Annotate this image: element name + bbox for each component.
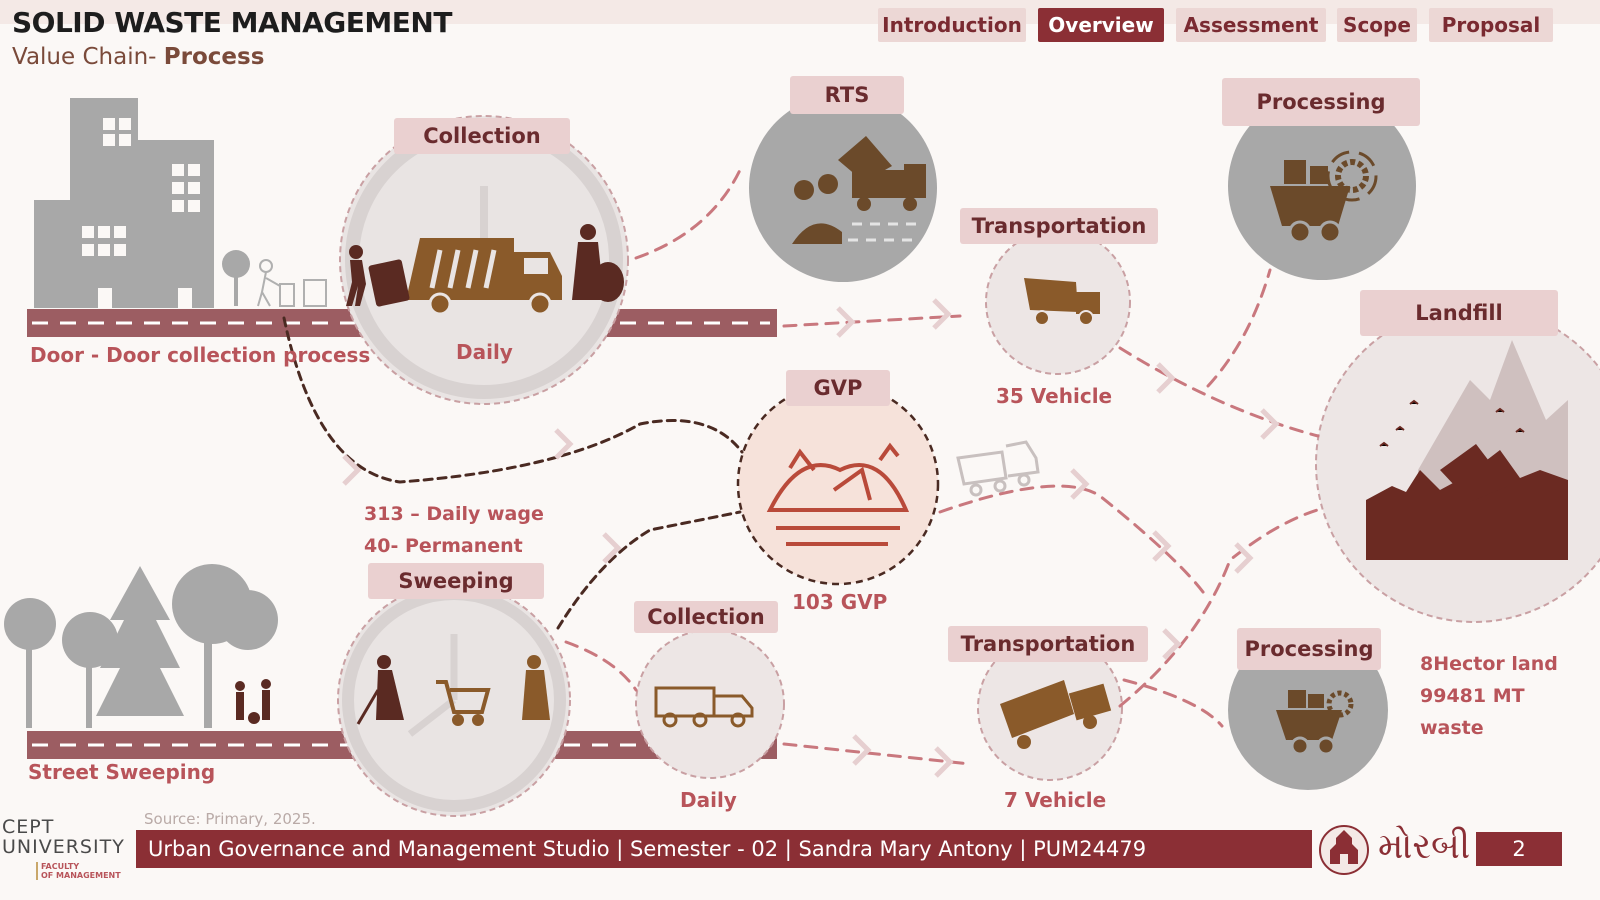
logo-university: UNIVERSITY: [2, 836, 125, 858]
city-name-script: મોરબી: [1378, 826, 1471, 867]
daily-wage-text: 313 – Daily wage: [364, 503, 544, 525]
label-landfill: Landfill: [1360, 290, 1558, 336]
label-collection-top: Collection: [394, 118, 570, 154]
source-note: Source: Primary, 2025.: [144, 810, 316, 828]
vehicles-35-text: 35 Vehicle: [996, 384, 1113, 408]
worker-bin-icon: [346, 245, 410, 307]
label-sweeping: Sweeping: [368, 563, 544, 599]
label-transportation-top: Transportation: [960, 208, 1158, 244]
garbage-truck-icon: [406, 238, 562, 316]
worker-bag-icon: [572, 224, 624, 302]
logo-cept: CEPT: [2, 816, 55, 838]
processing-circle-top: [1228, 92, 1416, 280]
sweeper2-icon: [522, 655, 550, 720]
buildings-icon: [34, 98, 250, 308]
people-group-icon: [235, 679, 271, 724]
label-rts: RTS: [790, 76, 904, 114]
landfill-waste-2-text: waste: [1420, 717, 1484, 739]
tab-proposal[interactable]: Proposal: [1429, 8, 1553, 42]
flow-lines: [282, 168, 1326, 766]
label-collection-bottom: Collection: [634, 601, 778, 633]
landfill-circle: [1315, 305, 1600, 623]
collection-circle-bottom: [635, 629, 785, 779]
rts-circle: [749, 94, 937, 282]
logo-faculty-line1: FACULTY: [41, 862, 80, 871]
footer-bar: Urban Governance and Management Studio |…: [136, 830, 1312, 868]
tab-assessment[interactable]: Assessment: [1176, 8, 1326, 42]
transportation-circle-top: [985, 229, 1131, 375]
label-processing-bottom: Processing: [1237, 628, 1381, 670]
page-number: 2: [1476, 832, 1562, 866]
vehicles-7-text: 7 Vehicle: [1004, 788, 1107, 812]
street-sweeping-text: Street Sweeping: [28, 760, 216, 784]
tab-overview[interactable]: Overview: [1038, 8, 1164, 42]
daily-top-text: Daily: [456, 340, 513, 364]
sweeper-icon: [356, 655, 404, 725]
transportation-circle-bottom: [977, 635, 1123, 781]
person-bins-icon: [257, 259, 327, 307]
permanent-text: 40- Permanent: [364, 535, 523, 557]
landfill-waste-1-text: 99481 MT: [1420, 685, 1525, 707]
door-collection-text: Door - Door collection process: [30, 343, 371, 367]
gvp-count-text: 103 GVP: [792, 590, 888, 614]
label-processing-top: Processing: [1222, 78, 1420, 126]
tab-scope[interactable]: Scope: [1337, 8, 1417, 42]
page-subtitle: Value Chain- Process: [12, 44, 264, 70]
daily-bottom-text: Daily: [680, 788, 737, 812]
label-gvp: GVP: [786, 370, 890, 406]
landfill-area-text: 8Hector land: [1420, 653, 1558, 675]
label-transportation-bottom: Transportation: [948, 626, 1148, 662]
flow-arrows: [342, 298, 1280, 778]
top-band: [0, 0, 1600, 24]
subtitle-prefix: Value Chain-: [12, 44, 164, 70]
processing-circle-bottom: [1228, 630, 1388, 790]
tab-introduction[interactable]: Introduction: [878, 8, 1026, 42]
small-truck-icon: [956, 440, 1040, 497]
logo-faculty-line2: OF MANAGEMENT: [41, 871, 121, 880]
trees-icon: [4, 564, 278, 728]
gvp-circle: [736, 382, 940, 586]
page-title: SOLID WASTE MANAGEMENT: [12, 6, 452, 39]
subtitle-bold: Process: [163, 44, 265, 70]
city-emblem-icon: [1319, 825, 1369, 875]
cart-icon: [436, 680, 491, 726]
